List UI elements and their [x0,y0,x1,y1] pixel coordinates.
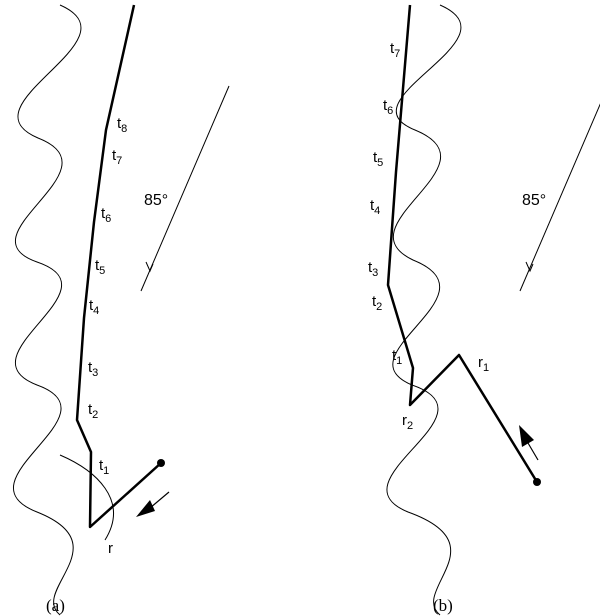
wave-boundary-lower [59,454,114,541]
label-t2: t2 [372,293,382,313]
label-r1: r1 [478,354,489,374]
label-t5: t5 [373,149,383,169]
ray-path [386,4,539,483]
source-dot [157,459,165,467]
wave-direction-line [140,85,230,292]
source-dot [533,478,541,486]
motion-arrow-shaft [527,442,539,461]
panel-b: 85° t7 t6 t5 t4 t3 t2 t1 r1 r2 (b) [368,4,600,616]
label-t3: t3 [368,259,378,279]
label-t4: t4 [370,197,380,217]
motion-arrowhead [519,425,534,447]
wave-direction-arrowhead [145,261,154,273]
label-t8: t8 [117,115,127,135]
ray-path [75,4,162,529]
label-t6: t6 [101,205,111,225]
wave-direction-line [519,103,600,292]
panel-a: 85° t8 t7 t6 t5 t4 t3 t2 t1 r (a) [12,4,230,616]
label-t7: t7 [112,147,122,167]
wave-direction-arrowhead [525,261,534,273]
label-t4: t4 [89,297,99,317]
wave-boundary [386,4,462,616]
label-t6: t6 [383,97,393,117]
label-t2: t2 [88,401,98,421]
motion-arrow-shaft [149,491,170,509]
wave-boundary [12,4,82,616]
caption-a: (a) [46,596,65,615]
caption-b: (b) [433,596,453,615]
label-t7: t7 [390,40,400,60]
label-r: r [108,540,113,557]
label-t5: t5 [95,257,105,277]
label-r2: r2 [402,412,413,432]
angle-label: 85° [522,192,546,209]
motion-arrowhead [136,500,155,517]
angle-label: 85° [144,192,168,209]
label-t1: t1 [99,457,109,477]
label-t1: t1 [392,347,402,367]
label-t3: t3 [88,359,98,379]
